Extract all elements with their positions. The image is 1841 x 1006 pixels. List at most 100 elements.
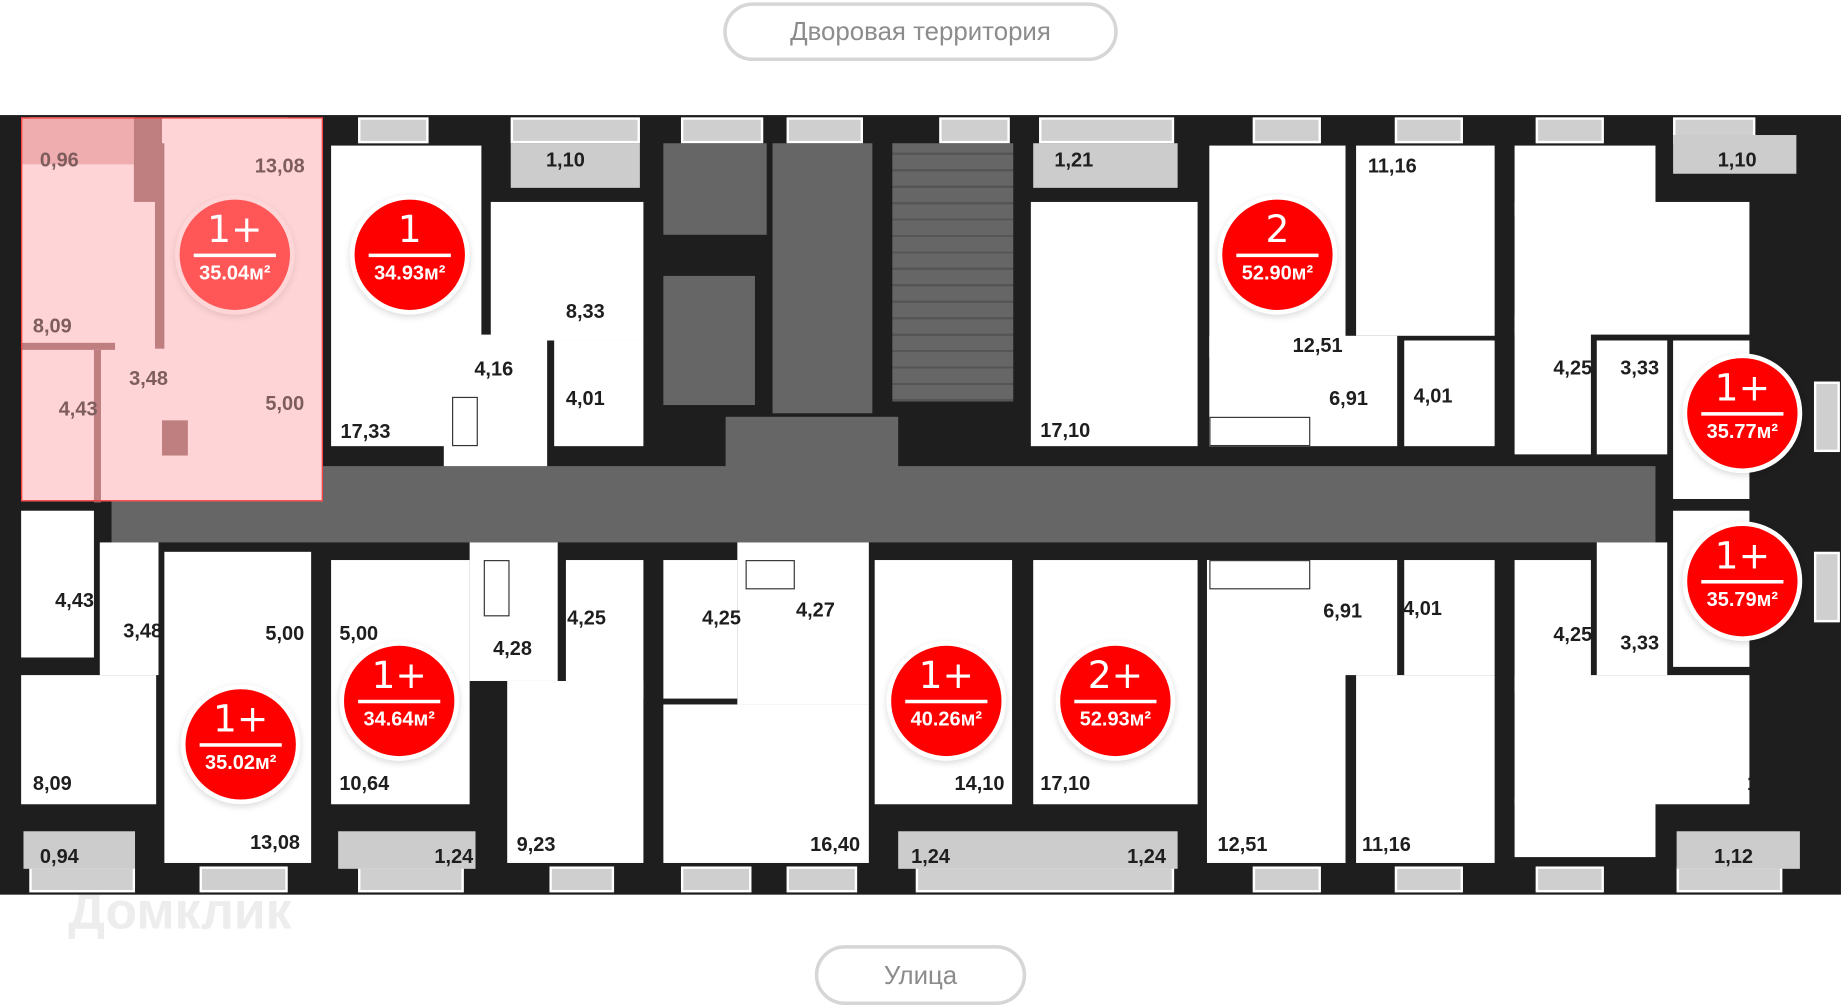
room-area: 3,33 xyxy=(1620,631,1660,654)
room-area: 18,25 xyxy=(1747,772,1798,795)
courtyard-label: Дворовая территория xyxy=(723,2,1118,62)
room-area: 12,51 xyxy=(1217,833,1268,856)
divider xyxy=(1701,580,1784,584)
vent-shaft xyxy=(483,560,510,617)
balcony xyxy=(21,117,134,165)
room-area: 1,10 xyxy=(545,149,585,172)
window xyxy=(1039,117,1175,144)
room xyxy=(1404,560,1495,676)
apartment-area: 35.77м² xyxy=(1706,420,1779,443)
apartment-badge[interactable]: 1 34.93м² xyxy=(354,199,465,310)
balcony xyxy=(338,831,476,869)
room-area: 12,51 xyxy=(1292,334,1343,357)
room-count: 2+ xyxy=(1087,652,1144,698)
window xyxy=(1676,866,1783,893)
room-area: 3,48 xyxy=(129,367,169,390)
window xyxy=(915,866,1175,893)
room-area: 10,64 xyxy=(339,772,390,795)
room-area: 0,94 xyxy=(39,845,79,868)
window xyxy=(786,866,858,893)
room-area: 4,43 xyxy=(58,398,98,421)
room-count: 1+ xyxy=(371,652,427,698)
room-count: 1 xyxy=(397,206,422,252)
room-area: 13,08 xyxy=(250,831,301,854)
room-area: 4,01 xyxy=(1403,597,1442,620)
apartment-area: 34.64м² xyxy=(363,707,435,731)
room xyxy=(99,542,159,676)
room-area: 0,96 xyxy=(39,149,79,172)
room-area: 1,24 xyxy=(911,845,950,868)
room-area: 6,91 xyxy=(1323,599,1363,623)
apartment-badge[interactable]: 1+ 35.77м² xyxy=(1687,358,1798,469)
wall xyxy=(162,420,188,456)
apartment-badge[interactable]: 1+ 35.04м² xyxy=(179,199,291,310)
room-area: 18,25 xyxy=(1749,306,1800,329)
room-area: 4,27 xyxy=(796,598,835,622)
balcony xyxy=(898,831,1178,869)
vent-shaft xyxy=(452,396,478,447)
balcony xyxy=(510,143,640,188)
room xyxy=(1206,645,1346,863)
window xyxy=(1252,117,1321,144)
apartment-badge[interactable]: 1+40.26м² xyxy=(891,645,1002,757)
window xyxy=(1394,117,1463,144)
room xyxy=(565,560,644,699)
divider xyxy=(905,699,988,704)
room xyxy=(663,560,738,699)
room-area: 14,10 xyxy=(954,772,1005,795)
room-area: 4,43 xyxy=(55,589,95,612)
window xyxy=(1535,866,1604,893)
balcony xyxy=(23,831,136,869)
stair-hall xyxy=(725,416,899,470)
window xyxy=(939,117,1010,144)
window xyxy=(549,866,615,893)
room xyxy=(1030,201,1198,447)
room-area: 11,16 xyxy=(1367,154,1417,178)
window xyxy=(358,866,464,893)
balcony xyxy=(1676,831,1800,869)
apartment-area: 34.93м² xyxy=(374,261,446,285)
room-area: 4,25 xyxy=(1553,356,1593,380)
room-area: 1,24 xyxy=(1127,845,1166,868)
room-area: 11,16 xyxy=(1361,833,1411,856)
apartment-badge[interactable]: 1+35.79м² xyxy=(1687,525,1798,637)
apartment-area: 35.04м² xyxy=(199,261,271,285)
room xyxy=(1596,542,1668,676)
wall xyxy=(154,143,165,349)
room xyxy=(1404,340,1495,447)
balcony xyxy=(1033,143,1178,188)
room-count: 1+ xyxy=(1714,365,1771,410)
window xyxy=(1813,551,1840,623)
window xyxy=(199,866,288,893)
room-area: 4,01 xyxy=(1413,385,1453,408)
staircase xyxy=(892,143,1014,402)
room-count: 1+ xyxy=(1714,533,1771,578)
room-area: 8,09 xyxy=(32,314,72,337)
vent-shaft xyxy=(1209,560,1311,590)
elevator xyxy=(663,275,755,406)
window xyxy=(1252,866,1321,893)
room xyxy=(1514,798,1656,858)
apartment-badge[interactable]: 1+35.02м² xyxy=(185,689,296,800)
selected-apartment-highlight[interactable] xyxy=(21,117,323,502)
room-area: 8,84 xyxy=(1761,643,1801,666)
wall xyxy=(93,349,101,503)
balcony xyxy=(1673,135,1797,174)
street-label: Улица xyxy=(814,945,1027,1006)
window xyxy=(680,117,764,144)
room xyxy=(554,340,644,447)
divider xyxy=(193,253,276,258)
shaft xyxy=(663,143,767,235)
room-area: 1,12 xyxy=(1714,845,1754,868)
window xyxy=(510,117,640,144)
room-count: 1+ xyxy=(207,206,263,252)
room-area: 17,10 xyxy=(1040,419,1091,442)
window xyxy=(1813,381,1840,453)
room-count: 1+ xyxy=(918,652,975,698)
room-area: 1,24 xyxy=(434,845,474,868)
room-area: 4,25 xyxy=(702,607,741,630)
apartment-badge[interactable]: 1+ 34.64м² xyxy=(344,645,455,757)
apartment-badge[interactable]: 2+52.93м² xyxy=(1060,645,1171,757)
